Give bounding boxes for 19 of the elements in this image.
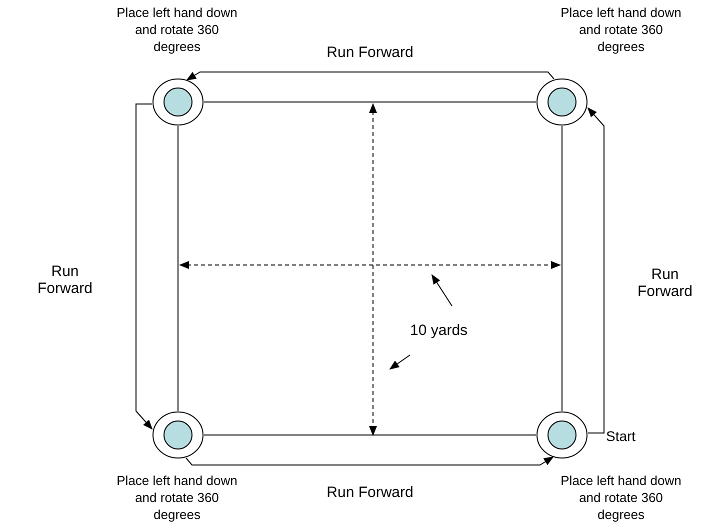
edge-label: Run Forward xyxy=(36,262,94,296)
cone-instruction: Place left hand down and rotate 360 degrees xyxy=(560,4,682,55)
cone-marker xyxy=(536,78,588,126)
cone-marker xyxy=(536,411,588,459)
cone-instruction: Place left hand down and rotate 360 degrees xyxy=(116,4,238,55)
cone-instruction: Place left hand down and rotate 360 degrees xyxy=(560,472,682,523)
arrow xyxy=(136,104,153,430)
cone-instruction: Place left hand down and rotate 360 degrees xyxy=(116,472,238,523)
edge-label: Run Forward xyxy=(326,484,414,501)
edge-label: Run Forward xyxy=(326,44,414,61)
cone-marker xyxy=(152,78,204,126)
arrow xyxy=(186,456,554,466)
cone-marker xyxy=(152,411,204,459)
distance-label: 10 yards xyxy=(410,322,468,339)
start-label: Start xyxy=(606,428,636,445)
track-line xyxy=(204,434,536,436)
edge-label: Run Forward xyxy=(636,266,694,300)
arrow xyxy=(186,72,554,81)
arrow xyxy=(587,107,604,434)
